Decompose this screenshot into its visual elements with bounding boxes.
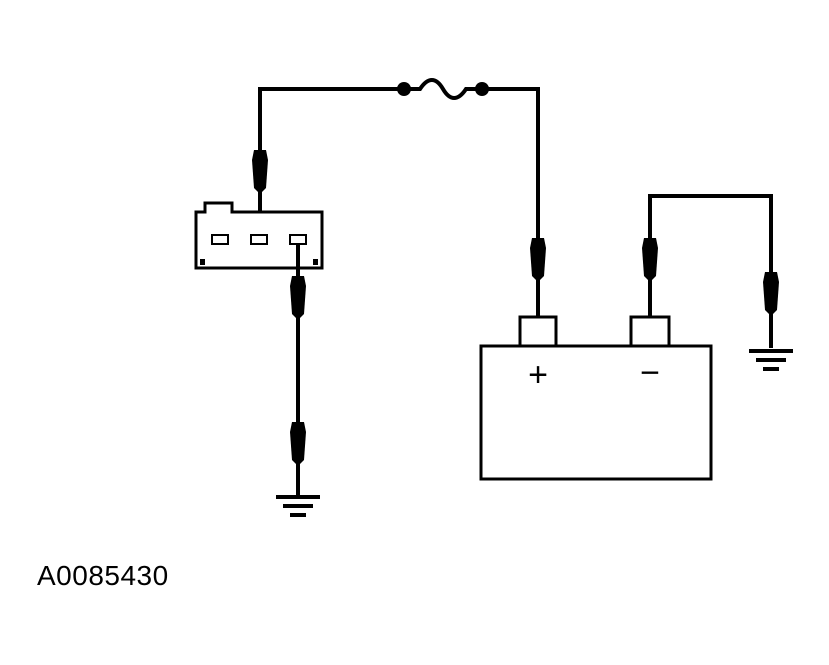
ground-symbol xyxy=(749,349,793,371)
wire-connector-to-fuse xyxy=(258,87,404,213)
ground-symbol xyxy=(276,495,320,517)
connector-pin-2 xyxy=(250,234,268,245)
battery-negative-symbol: − xyxy=(640,354,660,392)
battery-negative-post xyxy=(629,315,671,349)
wire-terminal xyxy=(642,238,658,282)
wire-terminal xyxy=(530,238,546,282)
wire-terminal xyxy=(290,422,306,466)
connector-pin-1 xyxy=(211,234,229,245)
battery-body xyxy=(479,344,713,481)
figure-id-label: A0085430 xyxy=(37,560,169,591)
wire-terminal xyxy=(252,150,268,194)
fuse xyxy=(397,78,489,100)
battery: + − xyxy=(479,315,713,481)
wire-terminal xyxy=(290,276,306,320)
connector-pin-3 xyxy=(289,234,307,245)
wire-fuse-to-battery-positive xyxy=(482,87,540,318)
battery-positive-post xyxy=(518,315,558,349)
battery-positive-symbol: + xyxy=(528,356,548,394)
wire-terminal xyxy=(763,272,779,316)
connector xyxy=(194,201,324,270)
